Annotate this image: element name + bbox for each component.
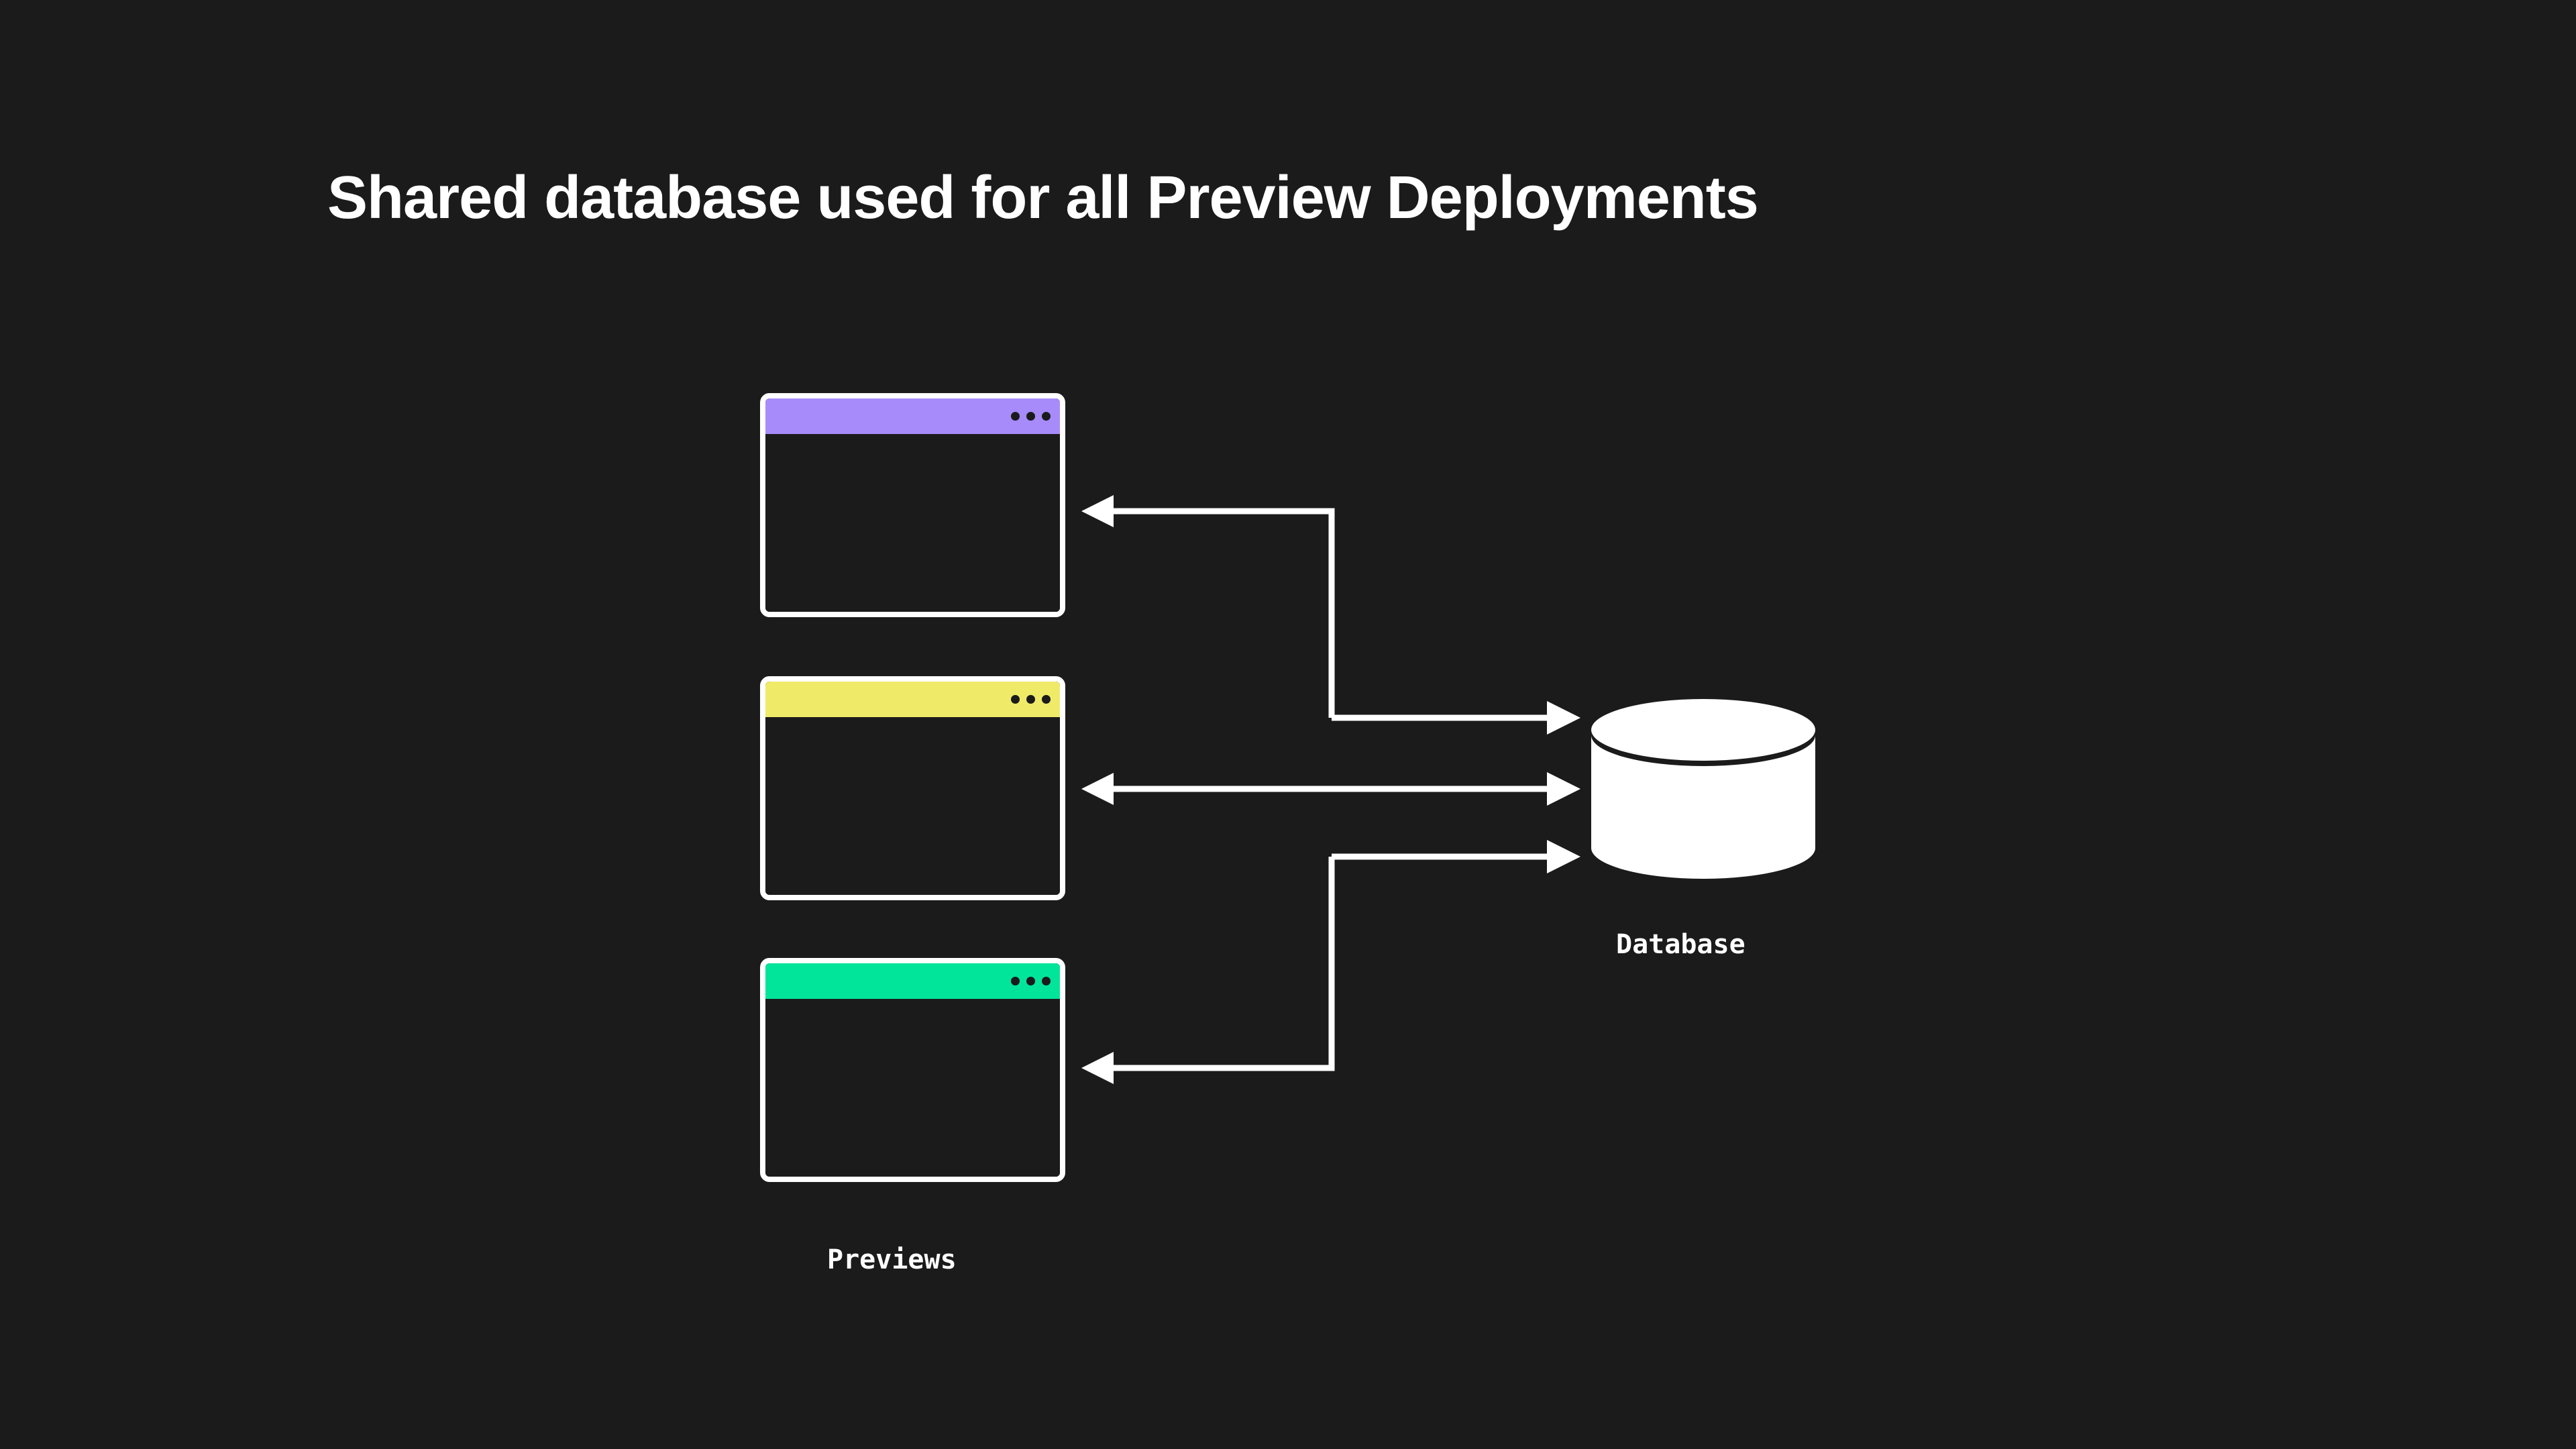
preview-window-1-body bbox=[765, 439, 1060, 612]
database-label: Database bbox=[1616, 929, 1746, 960]
window-dot-icon[interactable] bbox=[1011, 977, 1020, 985]
preview-window-2-body bbox=[765, 722, 1060, 895]
connector-top-into-db bbox=[1332, 701, 1580, 735]
database-cylinder-icon bbox=[1591, 699, 1815, 879]
connector-top bbox=[1081, 495, 1335, 718]
window-dot-icon[interactable] bbox=[1011, 695, 1020, 704]
window-dot-icon[interactable] bbox=[1011, 412, 1020, 421]
previews-label: Previews bbox=[827, 1244, 957, 1275]
window-dot-icon[interactable] bbox=[1042, 412, 1051, 421]
preview-window-3-titlebar[interactable] bbox=[765, 963, 1060, 999]
window-controls-dots bbox=[1011, 695, 1051, 704]
preview-window-1[interactable] bbox=[760, 393, 1065, 617]
window-controls-dots bbox=[1011, 977, 1051, 985]
page-title: Shared database used for all Preview Dep… bbox=[327, 164, 1759, 231]
preview-window-1-titlebar[interactable] bbox=[765, 398, 1060, 434]
window-dot-icon[interactable] bbox=[1026, 412, 1035, 421]
window-dot-icon[interactable] bbox=[1042, 695, 1051, 704]
preview-window-3-body bbox=[765, 1004, 1060, 1177]
window-controls-dots bbox=[1011, 412, 1051, 421]
preview-window-2[interactable] bbox=[760, 676, 1065, 900]
connector-bottom bbox=[1081, 857, 1335, 1084]
connector-bottom-into-db bbox=[1332, 840, 1580, 873]
connector-middle bbox=[1081, 772, 1580, 806]
preview-window-2-titlebar[interactable] bbox=[765, 682, 1060, 717]
preview-window-3[interactable] bbox=[760, 958, 1065, 1182]
window-dot-icon[interactable] bbox=[1042, 977, 1051, 985]
window-dot-icon[interactable] bbox=[1026, 977, 1035, 985]
window-dot-icon[interactable] bbox=[1026, 695, 1035, 704]
